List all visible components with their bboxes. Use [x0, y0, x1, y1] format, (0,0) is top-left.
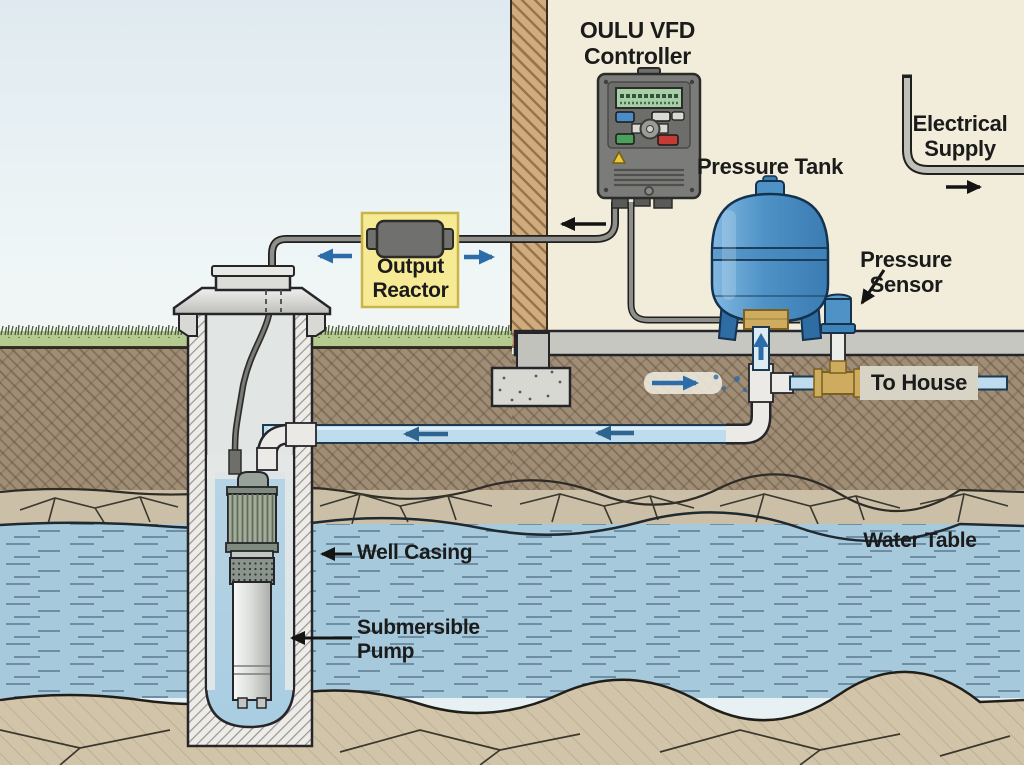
submersible-pump-label: Submersible Pump	[357, 616, 497, 663]
vfd-controller-label: OULU VFD Controller	[555, 17, 720, 70]
pump-intake-screen	[229, 557, 275, 585]
pressure-tank-label: Pressure Tank	[696, 154, 844, 179]
pump-label-line2: Pump	[357, 639, 415, 663]
electrical-label-line1: Electrical	[912, 111, 1008, 136]
to-house-label: To House	[860, 366, 978, 400]
bedrock-layer	[0, 670, 1024, 765]
vfd-label-line1: OULU VFD	[579, 17, 696, 43]
pump-motor	[227, 493, 277, 546]
grass-strip	[0, 331, 512, 348]
well-casing-label: Well Casing	[357, 541, 473, 564]
output-reactor-label: Output Reactor	[363, 255, 458, 302]
pressure-sensor-label: Pressure Sensor	[846, 247, 966, 297]
vfd-label-line2: Controller	[584, 42, 691, 69]
electrical-label-line2: Supply	[924, 135, 996, 161]
soil-outdoor	[0, 347, 512, 497]
reactor-label-line2: Reactor	[372, 278, 449, 302]
reactor-label-line1: Output	[376, 255, 444, 278]
house-wall	[510, 0, 548, 348]
water-table-label: Water Table	[863, 529, 977, 552]
sensor-label-line2: Sensor	[869, 271, 943, 297]
up-flow-arrow	[753, 333, 769, 347]
pump-body	[232, 581, 272, 701]
sensor-label-line1: Pressure	[860, 247, 952, 272]
electrical-supply-label: Electrical Supply	[880, 111, 1024, 161]
pump-label-line1: Submersible	[357, 616, 480, 639]
